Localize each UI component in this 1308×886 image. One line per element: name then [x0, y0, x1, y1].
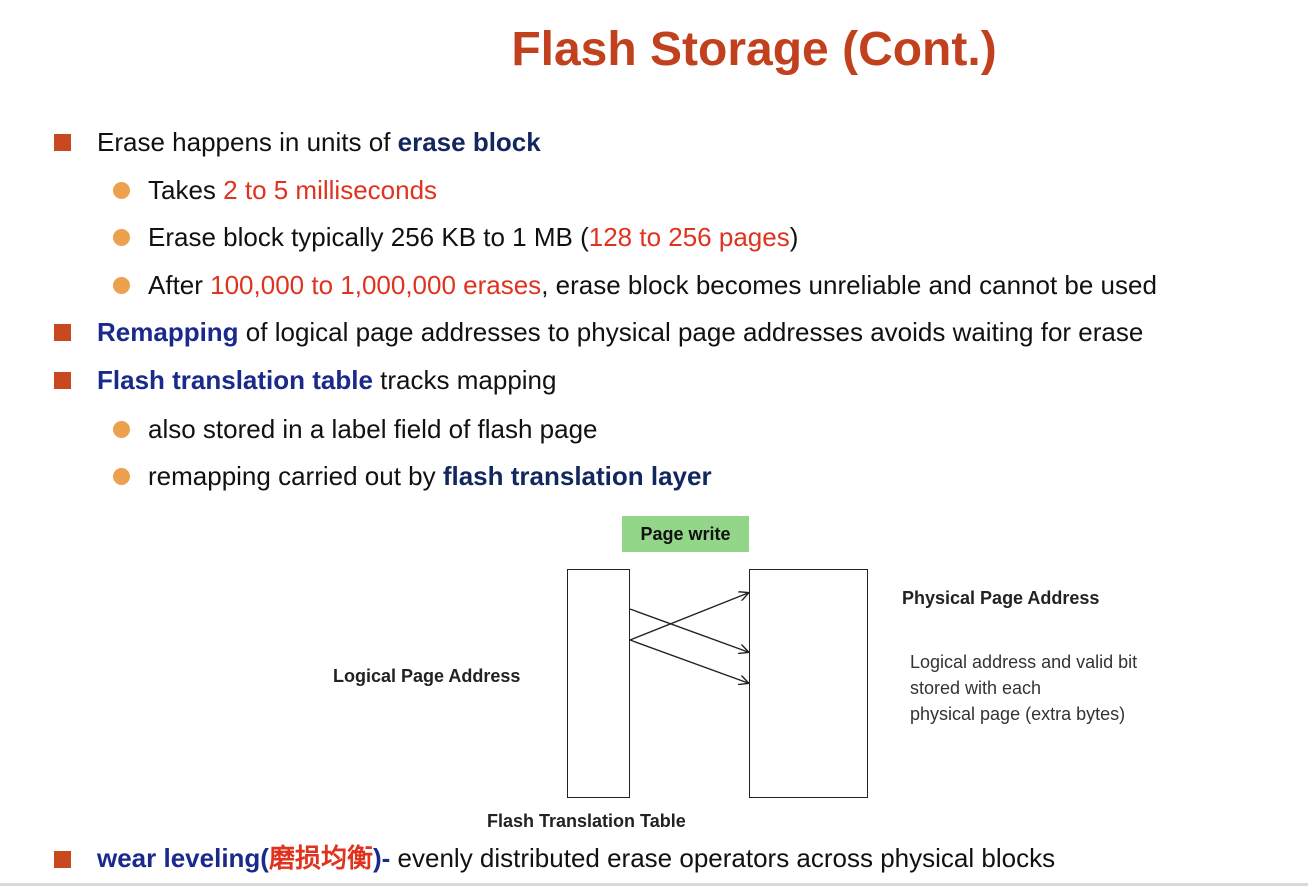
- square-bullet-icon: [54, 372, 71, 389]
- arrow-up: [629, 593, 748, 641]
- keyword-remapping: Remapping: [97, 317, 239, 347]
- wear-leveling-chinese: 磨损均衡: [268, 843, 373, 873]
- round-bullet-icon: [113, 277, 130, 294]
- bullet-text: remapping carried out by: [148, 461, 443, 491]
- highlight-erase-time: 2 to 5 milliseconds: [223, 175, 438, 205]
- note-line: physical page (extra bytes): [910, 704, 1126, 724]
- keyword-erase-block: erase block: [397, 127, 541, 157]
- bullet-text: tracks mapping: [372, 365, 557, 395]
- physical-pages-box: [749, 569, 868, 798]
- bullet-text: ): [789, 222, 799, 252]
- bullet-erase-block: Erase happens in units of erase block: [97, 127, 541, 157]
- slide-title: Flash Storage (Cont.): [511, 23, 997, 76]
- bullet-text: also stored in a label field of flash pa…: [148, 414, 598, 444]
- bullet-text: evenly distributed erase operators acros…: [390, 843, 1056, 873]
- logical-page-address-label: Logical Page Address: [333, 666, 521, 686]
- note-line: Logical address and valid bit: [910, 652, 1138, 672]
- bullet-text: Erase happens in units of: [97, 127, 398, 157]
- round-bullet-icon: [113, 229, 130, 246]
- bullet-text: , erase block becomes unreliable and can…: [541, 270, 1157, 300]
- keyword-suffix: )-: [372, 843, 391, 873]
- round-bullet-icon: [113, 421, 130, 438]
- arrow-middle: [629, 608, 748, 652]
- square-bullet-icon: [54, 324, 71, 341]
- keyword-wear-leveling: wear leveling(: [97, 843, 269, 873]
- keyword-flash-translation-layer: flash translation layer: [442, 461, 712, 491]
- sub-bullet-erase-size: Erase block typically 256 KB to 1 MB (12…: [148, 222, 798, 252]
- bullet-wear-leveling: wear leveling(磨损均衡)- evenly distributed …: [97, 843, 1055, 873]
- keyword-flash-translation-table: Flash translation table: [97, 365, 373, 395]
- bullet-translation-table: Flash translation table tracks mapping: [97, 365, 556, 395]
- sub-bullet-erase-limit: After 100,000 to 1,000,000 erases, erase…: [148, 270, 1157, 300]
- note-line: stored with each: [910, 678, 1042, 698]
- bullet-text: Erase block typically 256 KB to 1 MB (: [148, 222, 589, 252]
- sub-bullet-erase-time: Takes 2 to 5 milliseconds: [148, 175, 437, 205]
- highlight-pages: 128 to 256 pages: [588, 222, 790, 252]
- bullet-text: Takes: [148, 175, 224, 205]
- highlight-erase-count: 100,000 to 1,000,000 erases: [210, 270, 542, 300]
- bullet-text: After: [148, 270, 211, 300]
- bullet-remapping: Remapping of logical page addresses to p…: [97, 317, 1143, 347]
- page-write-label: Page write: [622, 516, 749, 552]
- arrow-down: [629, 639, 748, 683]
- sub-bullet-ftl: remapping carried out by flash translati…: [148, 461, 712, 491]
- physical-page-note: Logical address and valid bit stored wit…: [910, 649, 1137, 727]
- square-bullet-icon: [54, 134, 71, 151]
- flash-translation-table-label: Flash Translation Table: [487, 811, 686, 831]
- translation-table-box: [567, 569, 630, 798]
- physical-page-address-label: Physical Page Address: [902, 588, 1100, 608]
- square-bullet-icon: [54, 851, 71, 868]
- slide-bottom-divider: [0, 883, 1308, 886]
- round-bullet-icon: [113, 182, 130, 199]
- bullet-text: of logical page addresses to physical pa…: [238, 317, 1144, 347]
- sub-bullet-label-field: also stored in a label field of flash pa…: [148, 414, 598, 444]
- round-bullet-icon: [113, 468, 130, 485]
